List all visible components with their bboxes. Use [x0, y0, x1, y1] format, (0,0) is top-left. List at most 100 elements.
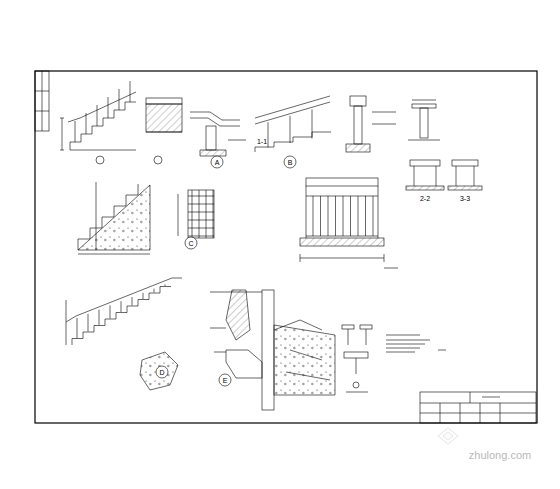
- baluster: [97, 105, 98, 126]
- baluster: [335, 196, 336, 236]
- linework: [35, 71, 537, 444]
- base: [448, 186, 482, 190]
- rebar: [290, 350, 322, 360]
- post: [206, 126, 216, 150]
- detail-mark: A: [215, 159, 220, 166]
- concrete-stair-section: [78, 185, 150, 250]
- detail-circle: [154, 156, 162, 164]
- baluster: [350, 196, 351, 236]
- line: [500, 403, 501, 423]
- rebar: [199, 190, 200, 238]
- handrail: [66, 278, 182, 322]
- line: [356, 358, 357, 374]
- handrail: [255, 102, 330, 124]
- section-line: [228, 140, 246, 141]
- line: [366, 329, 367, 345]
- baluster: [358, 196, 359, 236]
- baluster: [373, 196, 374, 236]
- handrail: [190, 118, 240, 126]
- line: [420, 403, 536, 404]
- note-stroke: [386, 348, 420, 349]
- line: [60, 118, 64, 119]
- line: [348, 329, 349, 345]
- dimension-line: [412, 100, 436, 101]
- line: [146, 132, 182, 133]
- line: [60, 150, 64, 151]
- leader-line: [372, 124, 396, 125]
- post: [420, 108, 428, 138]
- detail-circle: [96, 156, 104, 164]
- line: [474, 166, 475, 186]
- dimension-line: [210, 292, 262, 293]
- baluster: [119, 89, 120, 110]
- baluster: [110, 305, 111, 318]
- base: [406, 186, 444, 190]
- floor-line: [70, 150, 136, 151]
- detail-mark: C: [188, 240, 193, 247]
- plate: [344, 352, 368, 358]
- dimension-line: [346, 392, 368, 393]
- anchor-detail: [226, 350, 262, 378]
- baluster: [88, 314, 89, 332]
- dimension-line: [66, 300, 67, 345]
- handrail-section: [350, 96, 366, 106]
- note-stroke: [438, 350, 446, 351]
- line: [306, 236, 378, 237]
- bolt: [353, 382, 359, 388]
- dimension-line: [62, 118, 63, 150]
- break-outline: [140, 352, 178, 390]
- detail-circle: [156, 366, 168, 378]
- wall-line: [96, 182, 97, 250]
- baluster: [99, 310, 100, 325]
- detail-mark: B: [288, 159, 293, 166]
- line: [306, 196, 378, 197]
- handrail: [68, 92, 136, 122]
- baluster: [132, 297, 133, 306]
- line: [470, 392, 471, 403]
- watermark-logo: [443, 432, 453, 440]
- plate: [452, 160, 478, 166]
- detail-mark: E: [223, 377, 228, 384]
- baluster: [165, 284, 166, 286]
- leader-line: [214, 352, 226, 353]
- rebar: [213, 190, 214, 238]
- handrail: [306, 178, 378, 186]
- line: [306, 186, 307, 238]
- leader-line: [210, 328, 226, 329]
- rebar: [286, 372, 330, 380]
- baluster: [290, 116, 291, 143]
- watermark-logo: [438, 428, 458, 444]
- watermark: zhulong.com: [469, 450, 531, 461]
- stair-profile: [255, 132, 331, 152]
- plate: [360, 325, 372, 329]
- plate: [412, 104, 436, 108]
- baluster: [365, 196, 366, 236]
- line: [480, 403, 481, 423]
- line: [384, 254, 385, 262]
- note-stroke: [386, 352, 415, 353]
- line: [456, 166, 457, 186]
- detail-circle: [185, 237, 197, 249]
- column-section: [188, 190, 214, 238]
- stair-profile: [78, 184, 138, 250]
- post: [354, 106, 362, 144]
- line: [414, 166, 415, 186]
- concrete-block: [274, 325, 335, 395]
- line: [436, 166, 437, 186]
- handrail-bracket: [226, 290, 250, 340]
- baluster: [86, 113, 87, 134]
- handrail: [190, 112, 240, 120]
- panel: [146, 104, 182, 132]
- section-label: 1-1: [257, 138, 267, 145]
- baluster: [75, 121, 76, 142]
- plate: [410, 160, 440, 166]
- detail-mark: D: [159, 369, 164, 376]
- baluster: [343, 196, 344, 236]
- note-stroke: [386, 340, 430, 341]
- footing: [346, 144, 370, 152]
- dimension-line: [78, 254, 150, 255]
- baluster: [143, 293, 144, 299]
- baluster: [320, 196, 321, 236]
- baluster: [121, 301, 122, 312]
